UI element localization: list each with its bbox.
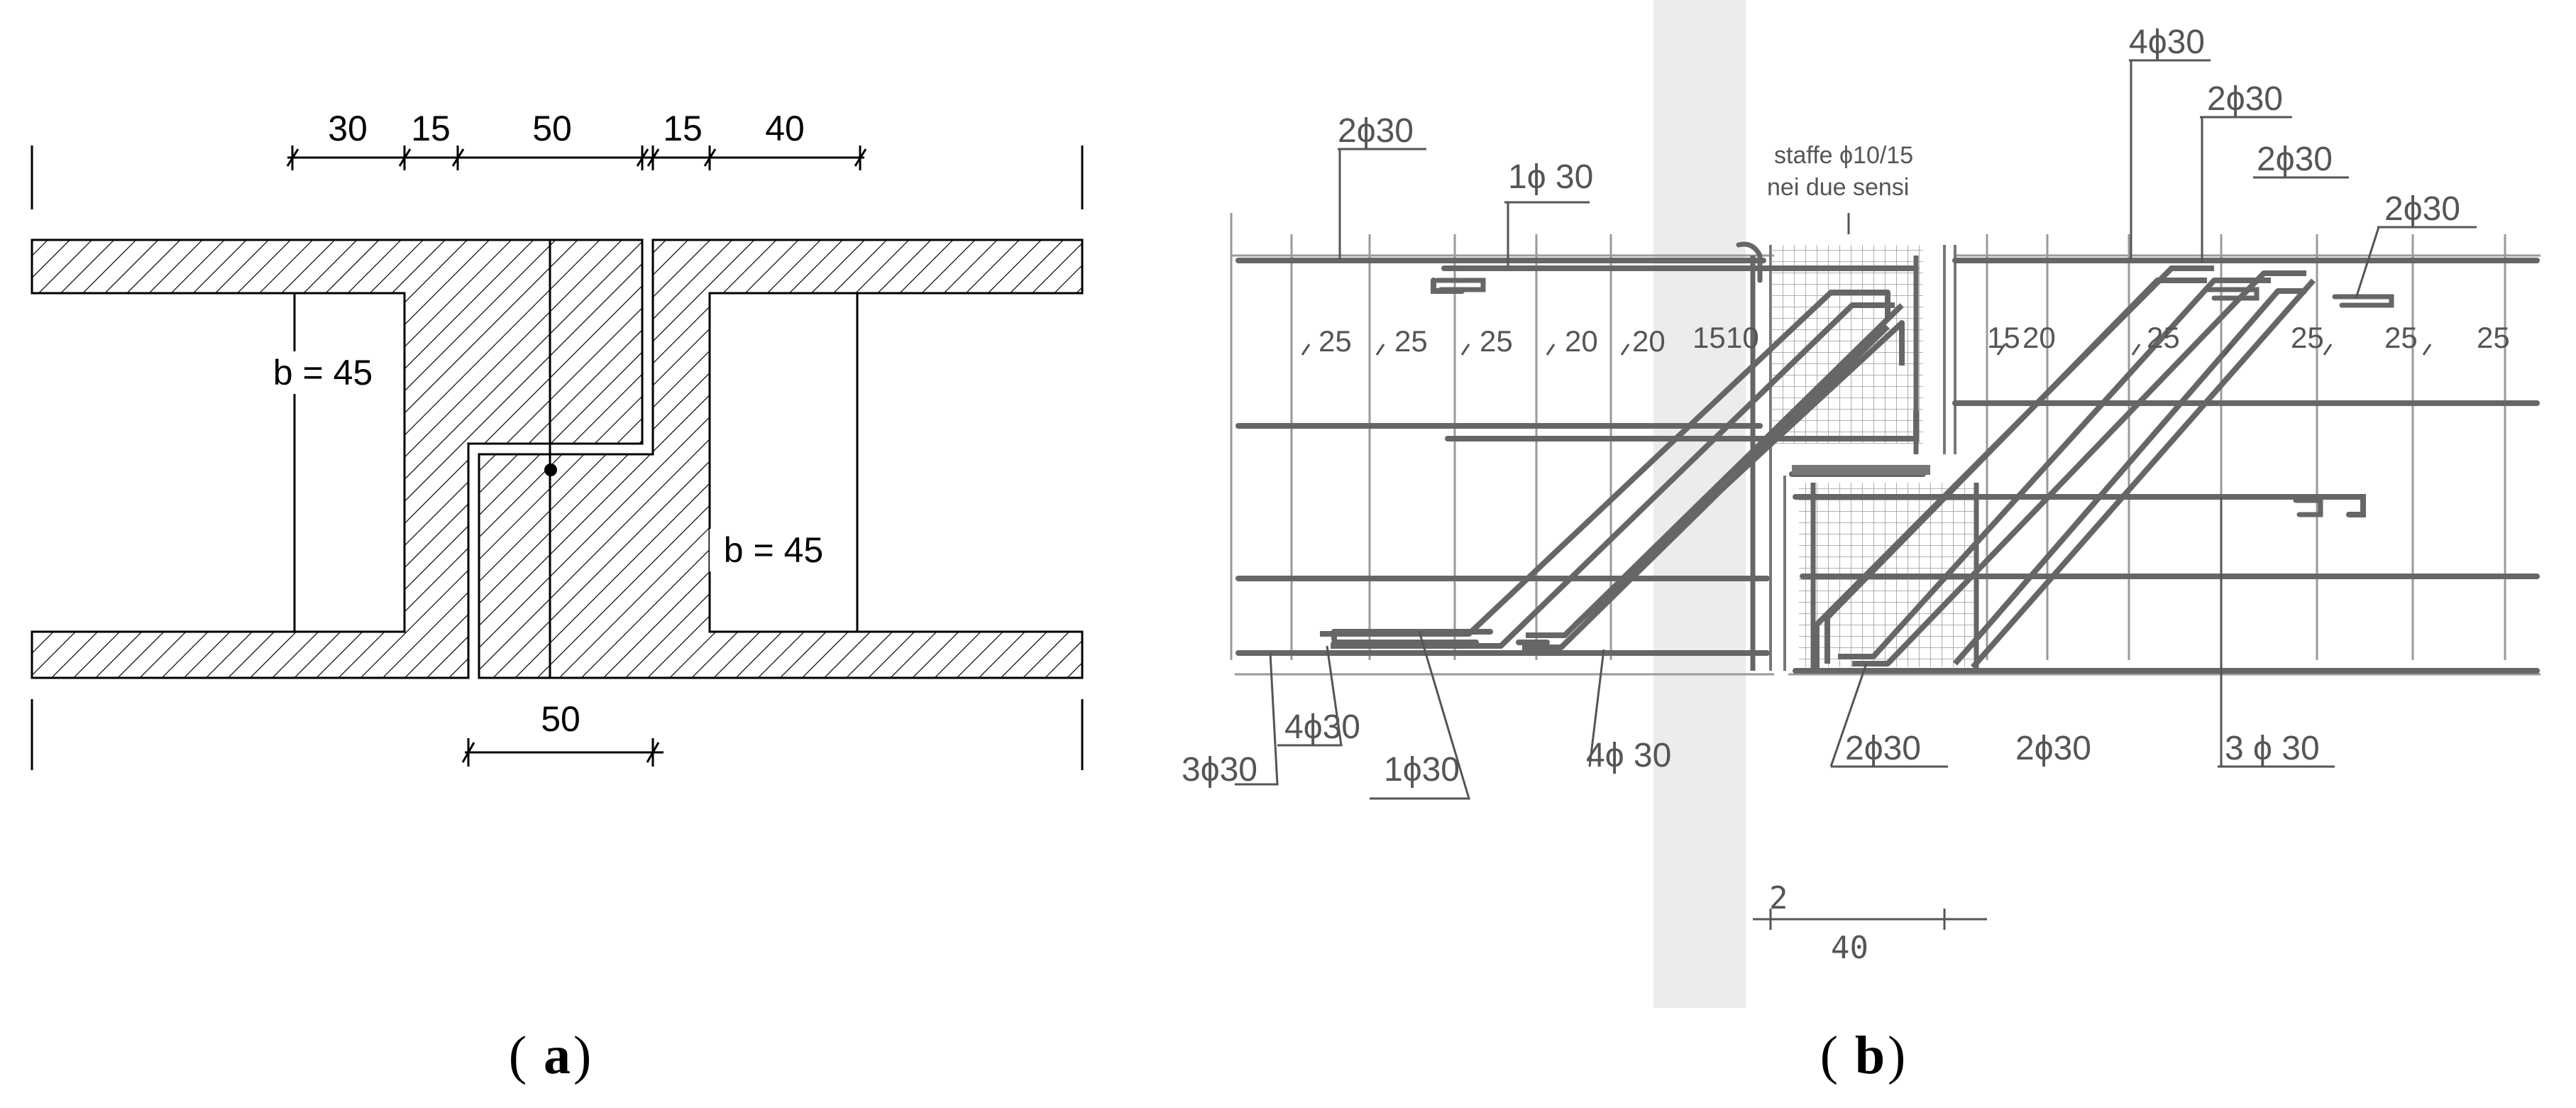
column-outlines [1769,245,1956,671]
bar-label-bottom-2: 4ϕ30 [1284,708,1360,746]
top-dim-50: 50 [532,109,572,148]
caption-a-open: ( [509,1026,527,1085]
column-bars [1750,256,1979,671]
spacing-9: 20 [2022,321,2056,354]
caption-a-close: ) [573,1026,591,1085]
top-dimension-ticks [286,146,867,170]
stirrups-note-line2: nei due sensi [1767,174,1909,201]
bar-label-bottom-5: 2ϕ30 [1845,730,1921,767]
diagonal-bars-left [1320,290,1905,650]
bottom-dim-50: 50 [541,699,580,739]
caption-b-close: ) [1888,1026,1905,1085]
bar-labels: 2ϕ30 1ϕ 30 4ϕ30 2ϕ30 2ϕ30 2ϕ30 3ϕ30 4ϕ30… [1182,23,2460,789]
top-dim-15-left: 15 [411,109,451,148]
bar-label-bottom-3: 1ϕ30 [1384,751,1460,789]
bar-label-top-left-2: 1ϕ 30 [1508,158,1593,196]
bar-label-top-right-1: 4ϕ30 [2129,23,2205,61]
bar-label-top-right-3: 2ϕ30 [2257,141,2333,178]
hatched-section [31,238,1084,679]
spacing-2: 25 [1394,324,1428,358]
rebar-hooks [1434,241,2394,517]
spacing-12: 25 [2384,321,2418,354]
panel-a: 30 15 50 15 40 50 b = 45 b = 45 ( a ) [31,109,1084,1085]
bar-label-bottom-1: 3ϕ30 [1182,751,1257,789]
top-dim-30: 30 [328,109,368,148]
spacing-10: 25 [2147,321,2180,354]
spacing-13: 25 [2477,321,2510,354]
spacing-11: 25 [2291,321,2324,354]
spacing-6: 15 [1692,321,1726,354]
bar-label-bottom-7: 3 ϕ 30 [2225,730,2320,767]
stirrups-note-line1: staffe ϕ10/15 [1774,142,1913,169]
top-dim-40: 40 [765,109,805,148]
spacing-7: 10 [1726,321,1759,354]
scale-bottom-label: 40 [1831,930,1868,966]
bottom-dimension-ticks [461,738,660,767]
scale-bar [1753,909,1987,930]
spacing-labels: 25 25 25 20 20 15 10 15 20 25 25 25 25 [1319,321,2510,358]
width-label-left: b = 45 [273,353,373,393]
bar-label-bottom-6: 2ϕ30 [2015,730,2091,767]
caption-a-letter: a [544,1026,571,1085]
centre-point [544,464,557,476]
spacing-4: 20 [1565,324,1598,358]
spacing-8: 15 [1987,321,2020,354]
bar-label-bottom-4: 4ϕ 30 [1586,737,1671,774]
caption-b-open: ( [1820,1026,1838,1085]
spacing-5: 20 [1632,324,1666,358]
spacing-ticks [1301,344,2432,356]
diagonal-bars-right [1814,265,2316,671]
stirrups-note: staffe ϕ10/15 nei due sensi [1767,142,1913,201]
bar-label-top-right-4: 2ϕ30 [2384,190,2460,228]
width-label-right: b = 45 [724,530,823,570]
spacing-1: 25 [1319,324,1352,358]
bar-label-top-right-2: 2ϕ30 [2207,80,2283,118]
panel-b: 25 25 25 20 20 15 10 15 20 25 25 25 25 s… [1182,0,2541,1085]
scale-top-label: 2 [1769,880,1788,916]
bar-label-top-left-1: 2ϕ30 [1338,112,1414,150]
spacing-3: 25 [1480,324,1513,358]
top-dim-15-right: 15 [663,109,703,148]
caption-b-letter: b [1855,1026,1885,1085]
leader-lines [1235,59,2477,800]
